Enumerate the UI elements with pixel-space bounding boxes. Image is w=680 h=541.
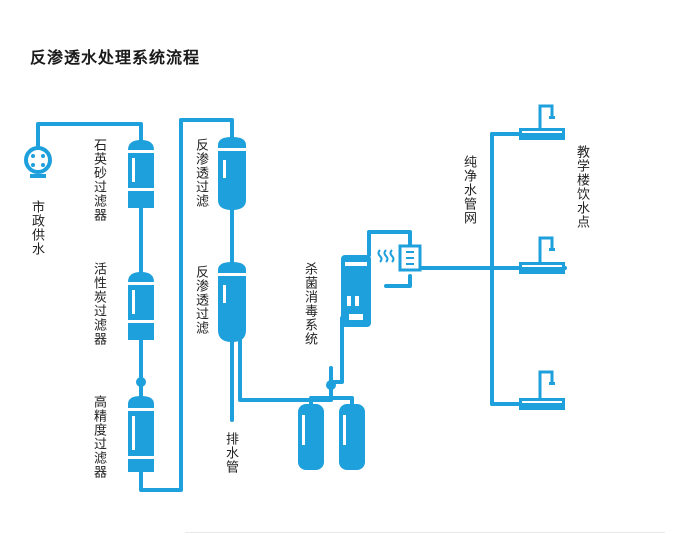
- label-ro-filter-1: 反渗透过滤: [193, 138, 208, 208]
- label-sterilization-system: 杀菌消毒系统: [302, 262, 317, 346]
- precision-filter-tank: [128, 377, 154, 472]
- quartz-filter-tank: [128, 140, 154, 208]
- carbon-filter-tank: [128, 272, 154, 340]
- label-carbon-filter: 活性炭过滤器: [91, 262, 106, 346]
- bottom-divider: [185, 532, 665, 533]
- ro-membrane-2: [218, 262, 246, 342]
- faucet-icon: [519, 370, 565, 410]
- label-pure-water-network: 纯净水管网: [461, 155, 476, 225]
- label-drinking-points: 教学楼饮水点: [574, 145, 589, 229]
- label-drain-pipe: 排水管: [223, 432, 238, 474]
- storage-tank-left: [298, 404, 324, 470]
- sterilizer-unit: [341, 255, 371, 327]
- faucet-icon: [519, 236, 565, 274]
- pipe-sterilizer-to-uv: [367, 230, 412, 257]
- heat-wave-icon: [377, 249, 395, 263]
- water-meter-icon: [24, 146, 52, 178]
- label-quartz-filter: 石英砂过滤器: [91, 138, 106, 222]
- label-precision-filter: 高精度过滤器: [91, 395, 106, 479]
- control-panel-icon: [398, 244, 422, 272]
- faucet-icon: [519, 104, 565, 140]
- tank-valve-icon: [326, 380, 336, 390]
- pipe-ro2-to-tanks: [238, 338, 333, 402]
- ro-membrane-1: [218, 137, 246, 210]
- pipe-meter-to-quartz: [36, 122, 143, 149]
- pipe-precision-to-ro1: [139, 118, 234, 492]
- label-ro-filter-2: 反渗透过滤: [193, 265, 208, 335]
- label-municipal-supply: 市政供水: [29, 200, 44, 256]
- storage-tank-right: [339, 404, 365, 470]
- diagram-title: 反渗透水处理系统流程: [30, 48, 201, 67]
